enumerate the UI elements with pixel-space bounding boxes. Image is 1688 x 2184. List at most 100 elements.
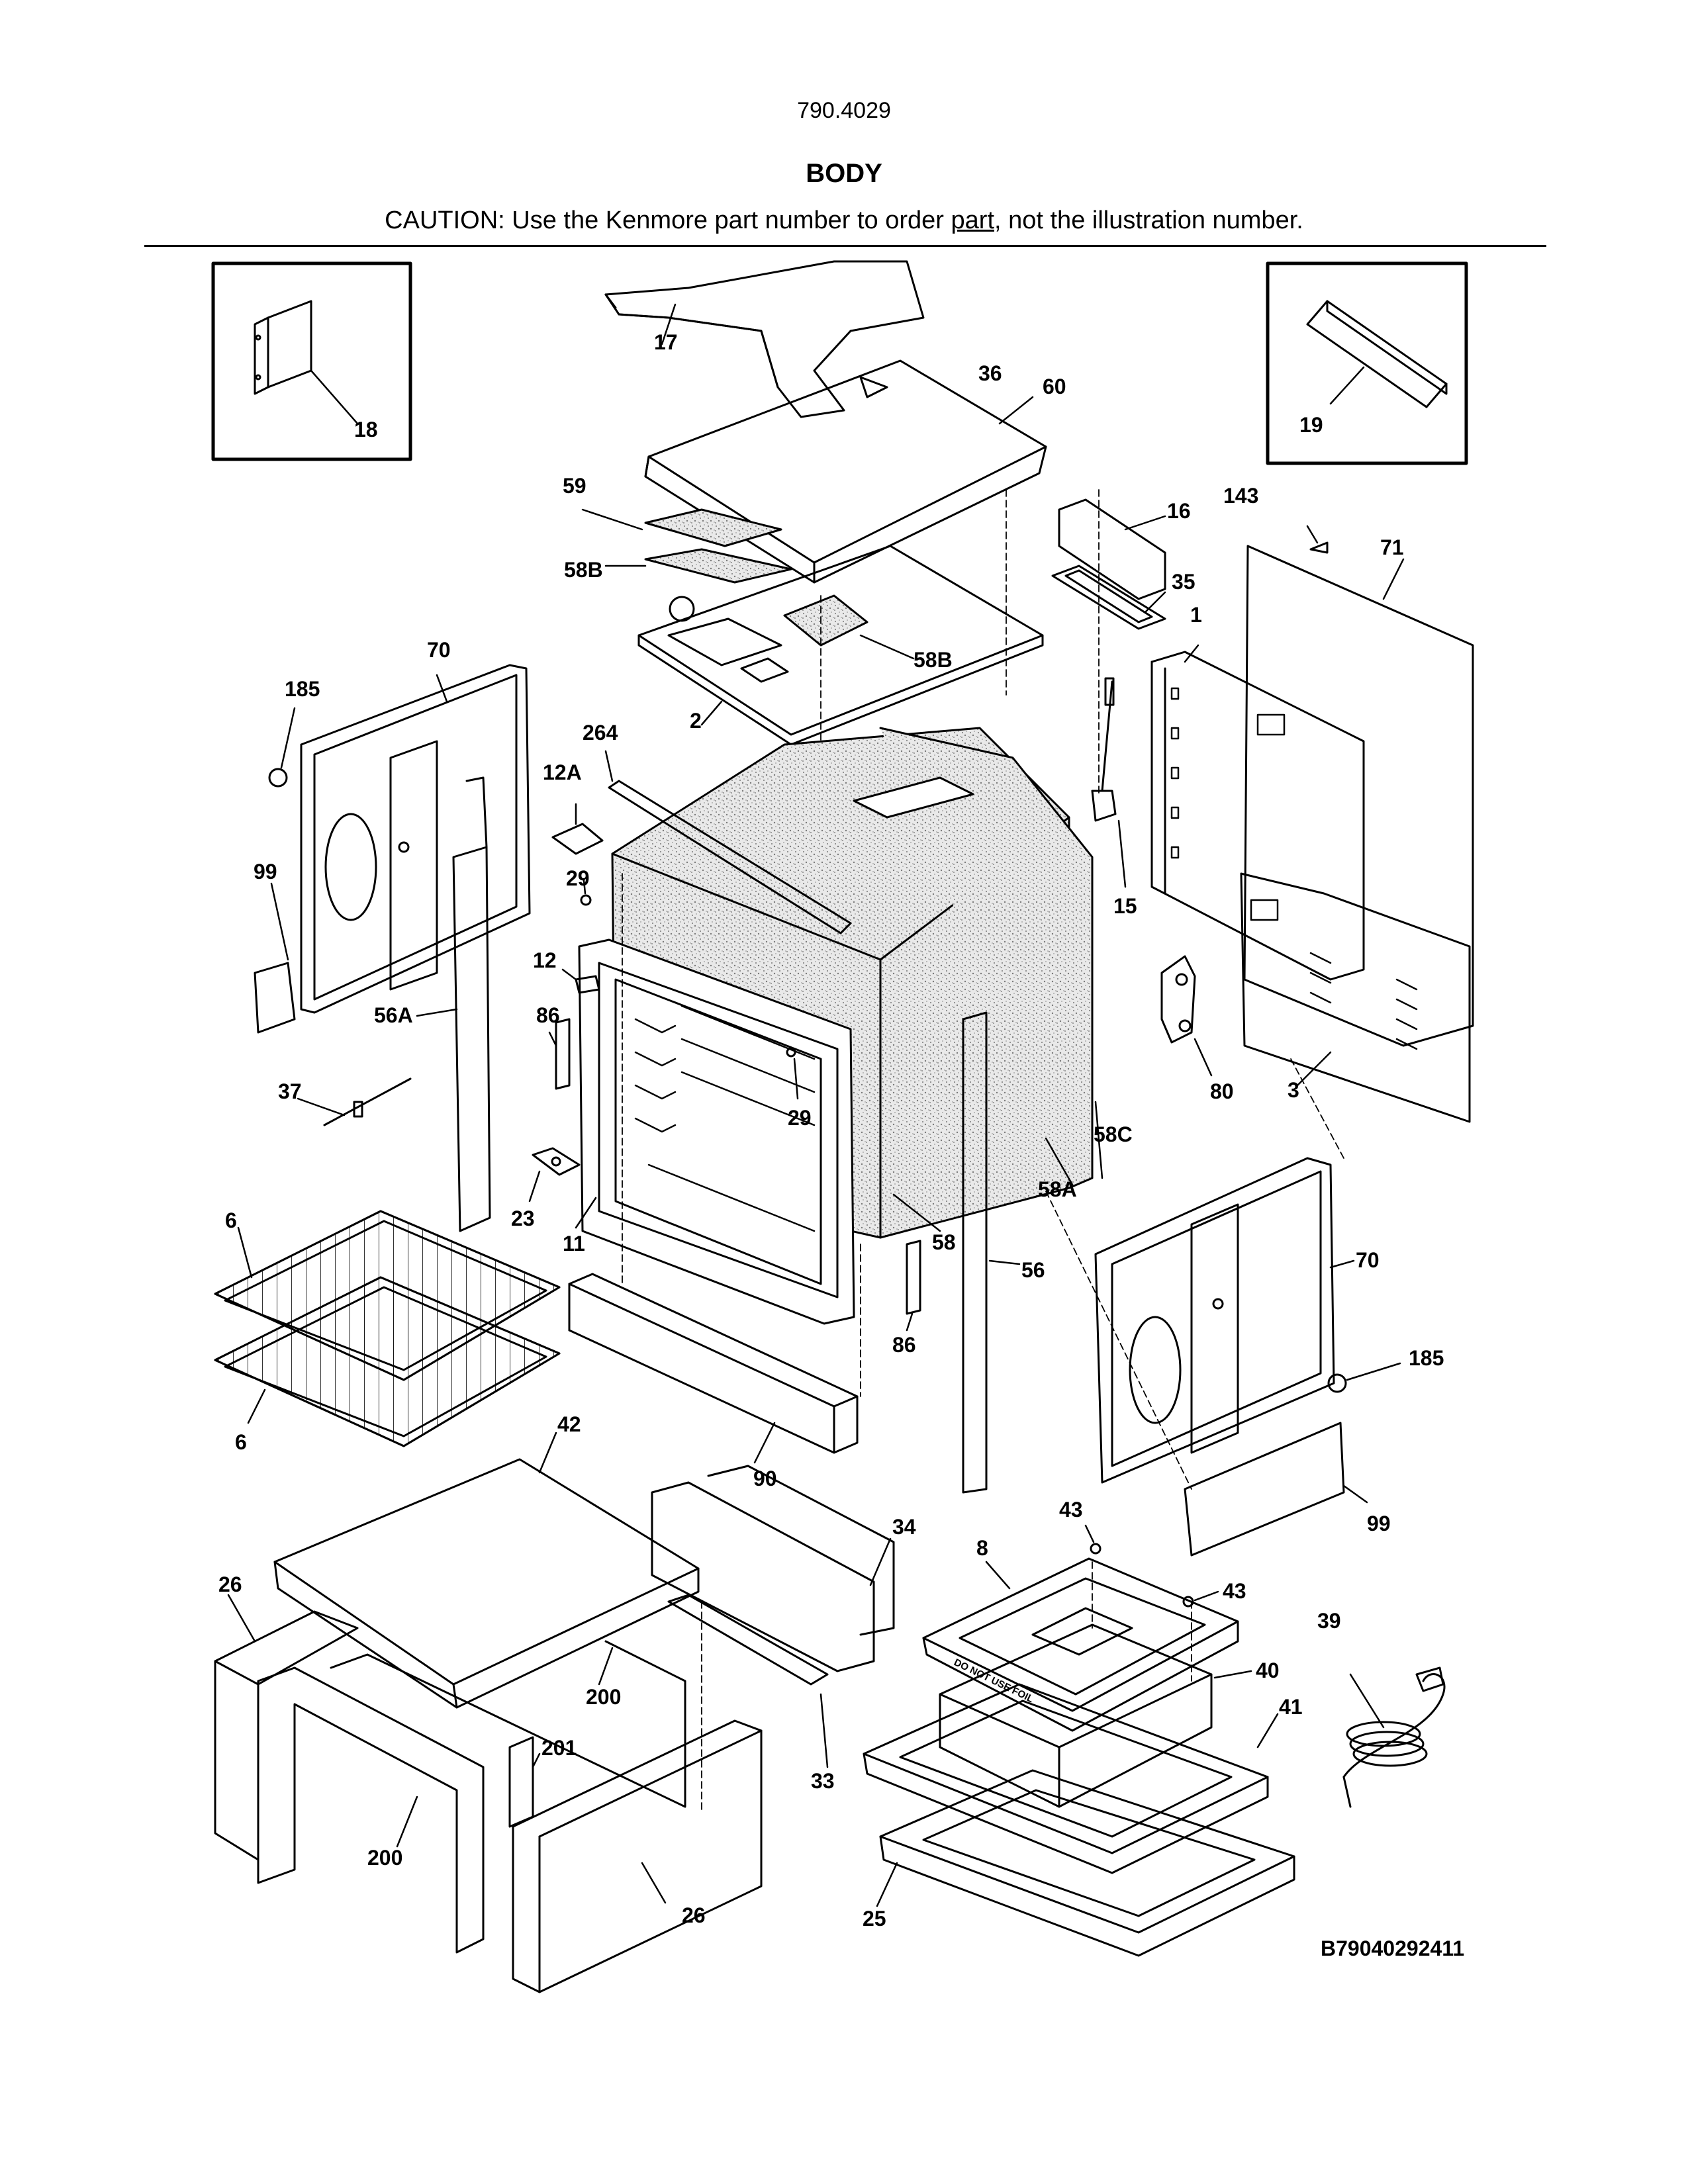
caution-prefix: CAUTION: Use the Kenmore part number to … bbox=[385, 206, 951, 234]
callout-70-right: 70 bbox=[1356, 1248, 1380, 1272]
callout-185-right: 185 bbox=[1409, 1346, 1444, 1370]
part-top-panel bbox=[644, 359, 1047, 584]
callout-59: 59 bbox=[563, 474, 586, 498]
callout-185-left: 185 bbox=[285, 677, 320, 701]
callout-43-upper: 43 bbox=[1059, 1498, 1083, 1522]
part-knob-right bbox=[1327, 1362, 1401, 1393]
callout-56: 56 bbox=[1021, 1258, 1045, 1282]
callout-71: 71 bbox=[1380, 535, 1404, 559]
part-cover-plate bbox=[528, 1147, 581, 1203]
callout-43-lower: 43 bbox=[1223, 1579, 1246, 1603]
callout-6-upper: 6 bbox=[225, 1208, 237, 1232]
callout-58: 58 bbox=[932, 1230, 956, 1254]
part-top-trim-strip bbox=[604, 750, 852, 934]
figure-id: B79040292411 bbox=[1321, 1936, 1464, 1960]
inset-box-19 bbox=[1266, 261, 1468, 465]
callout-56A: 56A bbox=[374, 1003, 413, 1027]
callout-200-rear: 200 bbox=[586, 1685, 621, 1709]
model-number: 790.4029 bbox=[797, 98, 891, 123]
callout-58B-upper: 58B bbox=[564, 558, 603, 582]
callout-25: 25 bbox=[863, 1907, 886, 1931]
callout-33: 33 bbox=[811, 1769, 835, 1793]
part-rail-33 bbox=[667, 1594, 829, 1768]
callout-80: 80 bbox=[1210, 1079, 1234, 1103]
callout-18: 18 bbox=[354, 418, 378, 441]
part-oven-front-frame bbox=[575, 938, 855, 1325]
part-left-side-panel bbox=[300, 664, 531, 1014]
callout-201: 201 bbox=[541, 1736, 577, 1760]
callout-90: 90 bbox=[753, 1467, 777, 1490]
callout-70-left: 70 bbox=[427, 638, 451, 662]
callout-34: 34 bbox=[892, 1515, 916, 1539]
callout-86-upper: 86 bbox=[536, 1003, 560, 1027]
header-rule bbox=[144, 245, 1546, 247]
part-lower-frame-34 bbox=[651, 1465, 895, 1672]
caution-link-word: part bbox=[951, 206, 994, 234]
callout-1: 1 bbox=[1190, 603, 1202, 627]
part-base-panel-201 bbox=[508, 1736, 541, 1828]
part-bracket-99-left bbox=[254, 882, 296, 1034]
callout-6-lower: 6 bbox=[235, 1430, 247, 1454]
callout-12A: 12A bbox=[543, 760, 582, 784]
part-insulation-pads bbox=[581, 508, 915, 660]
part-latch-rod bbox=[297, 1077, 412, 1126]
part-base-frame-200-rear bbox=[330, 1640, 686, 1808]
part-temperature-sensor bbox=[1091, 677, 1127, 888]
part-rear-mount-plate bbox=[1150, 644, 1365, 981]
callout-29-lower: 29 bbox=[788, 1106, 812, 1130]
part-right-side-panel bbox=[1094, 1157, 1355, 1484]
callout-99-right: 99 bbox=[1367, 1512, 1391, 1535]
callout-16: 16 bbox=[1167, 499, 1191, 523]
callout-264: 264 bbox=[583, 721, 618, 745]
callout-143: 143 bbox=[1223, 484, 1258, 508]
callout-58C: 58C bbox=[1094, 1122, 1133, 1146]
callout-86-lower: 86 bbox=[892, 1333, 916, 1357]
part-rear-panel bbox=[1240, 872, 1471, 1123]
part-hinge-bracket bbox=[1160, 955, 1213, 1077]
foil-warning-text: DO NOT USE FOIL bbox=[952, 1657, 1035, 1705]
callout-3: 3 bbox=[1288, 1078, 1299, 1102]
part-bottom-panel bbox=[273, 1432, 700, 1709]
caution-suffix: , not the illustration number. bbox=[994, 206, 1303, 234]
part-vent-duct bbox=[604, 260, 925, 418]
callout-labels: 17 36 60 18 19 59 58B 58B 2 16 143 71 35… bbox=[218, 330, 1444, 1931]
assembly-guide-lines bbox=[622, 489, 1344, 1814]
callout-23: 23 bbox=[511, 1206, 535, 1230]
part-tray-41 bbox=[863, 1683, 1279, 1874]
callout-58A: 58A bbox=[1038, 1177, 1077, 1201]
callout-26-front: 26 bbox=[682, 1903, 706, 1927]
callout-58B-lower: 58B bbox=[914, 648, 953, 672]
part-oven-rack-lower bbox=[214, 1276, 561, 1447]
part-small-fasteners bbox=[551, 803, 799, 1100]
part-power-cord bbox=[1342, 1666, 1446, 1808]
callout-39: 39 bbox=[1317, 1609, 1341, 1633]
inset-box-18 bbox=[211, 261, 412, 461]
part-rail-56 bbox=[962, 1011, 1021, 1494]
part-knob-left bbox=[268, 707, 296, 788]
part-bracket-16-35 bbox=[1051, 498, 1166, 630]
callout-29-upper: 29 bbox=[566, 866, 590, 890]
part-hinge-receivers bbox=[548, 1018, 921, 1332]
callout-15: 15 bbox=[1113, 894, 1137, 918]
callout-19: 19 bbox=[1299, 413, 1323, 437]
callout-99-left: 99 bbox=[254, 860, 277, 884]
callout-17: 17 bbox=[654, 330, 678, 354]
callout-8: 8 bbox=[976, 1536, 988, 1560]
callout-42: 42 bbox=[557, 1412, 581, 1436]
callout-36: 36 bbox=[978, 361, 1002, 385]
callout-41: 41 bbox=[1279, 1695, 1303, 1719]
part-end-cover-left bbox=[214, 1594, 359, 1861]
part-base-frame-200-front bbox=[257, 1666, 485, 1954]
section-title: BODY bbox=[806, 159, 882, 188]
callout-12: 12 bbox=[533, 948, 557, 972]
part-rail-56A bbox=[416, 776, 491, 1232]
callout-37: 37 bbox=[278, 1079, 302, 1103]
callout-26-left: 26 bbox=[218, 1572, 242, 1596]
part-back-panel bbox=[1243, 525, 1474, 1047]
part-drip-tray-top bbox=[922, 1557, 1239, 1732]
part-kick-plate bbox=[568, 1273, 859, 1464]
callout-11: 11 bbox=[563, 1232, 585, 1255]
callout-60: 60 bbox=[1043, 375, 1066, 398]
callout-200-front: 200 bbox=[367, 1846, 402, 1870]
